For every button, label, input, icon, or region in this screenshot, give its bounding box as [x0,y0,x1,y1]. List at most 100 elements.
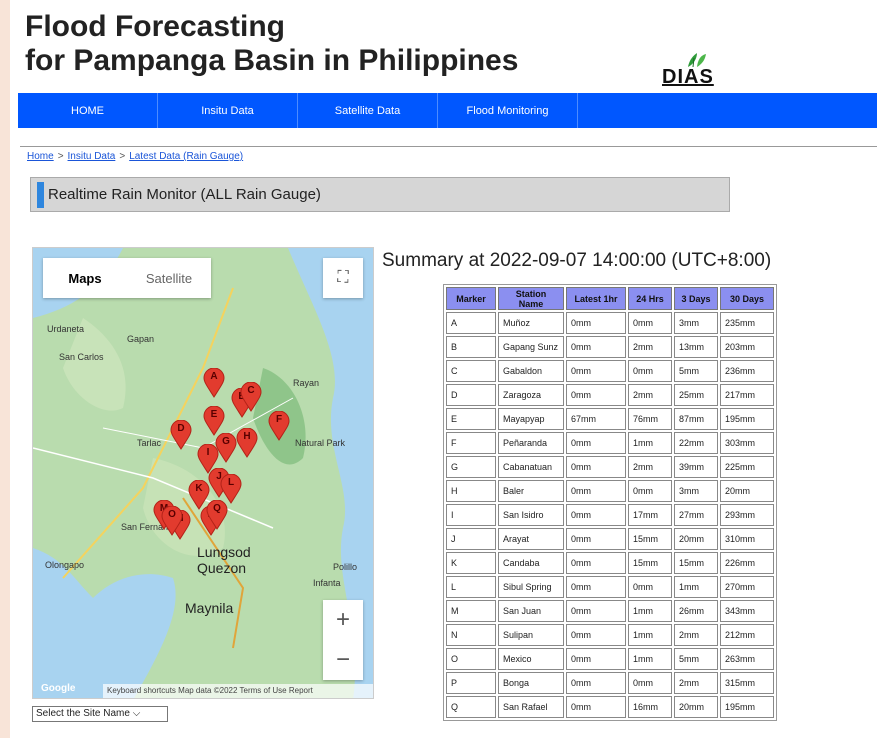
breadcrumb-home[interactable]: Home [27,151,54,162]
marker-label: H [243,431,251,442]
map-marker[interactable]: H [236,428,258,458]
nav-flood-monitoring[interactable]: Flood Monitoring [438,93,578,128]
map-marker[interactable]: A [203,368,225,398]
marker-label: C [247,385,255,396]
marker-pin-icon [215,433,237,463]
table-cell: 1mm [628,624,672,646]
marker-pin-icon [197,444,219,474]
table-cell: J [446,528,496,550]
table-cell: 3mm [674,312,718,334]
table-cell: 2mm [674,624,718,646]
rain-gauge-map[interactable]: Urdaneta San Carlos Gapan Tarlac Rayan N… [32,247,374,699]
table-cell: Muñoz [498,312,564,334]
table-cell: 225mm [720,456,774,478]
table-cell: Mayapyap [498,408,564,430]
map-marker[interactable]: C [240,382,262,412]
site-name-select[interactable]: Select the Site Name ⌵ [32,706,168,722]
table-cell: D [446,384,496,406]
table-cell: 0mm [628,672,672,694]
table-cell: 1mm [628,648,672,670]
table-cell: 0mm [628,576,672,598]
breadcrumb-latest[interactable]: Latest Data (Rain Gauge) [129,151,244,162]
map-type-map[interactable]: Maps [68,270,102,286]
nav-satellite-data[interactable]: Satellite Data [298,93,438,128]
table-cell: F [446,432,496,454]
nav-insitu-data[interactable]: Insitu Data [158,93,298,128]
table-cell: N [446,624,496,646]
breadcrumb-separator: > [57,151,64,162]
map-marker[interactable]: I [197,444,219,474]
table-cell: 15mm [628,552,672,574]
table-cell: K [446,552,496,574]
table-cell: Peñaranda [498,432,564,454]
map-marker[interactable]: D [170,420,192,450]
column-header: Station Name [498,287,564,310]
column-header: 30 Days [720,287,774,310]
table-cell: 13mm [674,336,718,358]
map-marker[interactable]: K [188,480,210,510]
table-cell: B [446,336,496,358]
zoom-in-button[interactable]: + [335,606,350,633]
site-name-select-value: Select the Site Name [36,708,130,719]
table-cell: Zaragoza [498,384,564,406]
map-marker[interactable]: L [220,474,242,504]
place-label: Urdaneta [47,324,85,334]
marker-pin-icon [220,474,242,504]
place-label: San Fernando [121,522,179,532]
table-cell: 0mm [566,600,626,622]
table-cell: Gapang Sunz [498,336,564,358]
marker-label: F [275,414,283,425]
column-header: 24 Hrs [628,287,672,310]
table-cell: 195mm [720,696,774,718]
place-label: Natural Park [295,438,346,448]
map-attribution[interactable]: Keyboard shortcuts Map data ©2022 Terms … [103,684,373,698]
place-label: Quezon [197,560,247,576]
map-marker[interactable]: G [215,433,237,463]
table-cell: 203mm [720,336,774,358]
table-cell: H [446,480,496,502]
table-cell: G [446,456,496,478]
breadcrumb: Home>Insitu Data>Latest Data (Rain Gauge… [27,151,243,162]
zoom-control: + − [323,600,363,680]
table-cell: Sibul Spring [498,576,564,598]
table-cell: 0mm [566,336,626,358]
table-cell: C [446,360,496,382]
map-marker[interactable]: E [203,406,225,436]
table-cell: Candaba [498,552,564,574]
table-cell: 5mm [674,360,718,382]
table-cell: 3mm [674,480,718,502]
table-cell: 0mm [566,576,626,598]
table-cell: 236mm [720,360,774,382]
table-cell: 76mm [628,408,672,430]
marker-label: D [177,423,185,434]
map-marker[interactable]: O [161,506,183,536]
marker-pin-icon [206,500,228,530]
section-accent [37,182,44,208]
table-cell: 270mm [720,576,774,598]
map-marker[interactable]: F [268,411,290,441]
fullscreen-icon[interactable]: ⛶ [323,258,363,298]
table-cell: 20mm [720,480,774,502]
place-label: Rayan [293,378,320,388]
nav-home[interactable]: HOME [18,93,158,128]
breadcrumb-insitu[interactable]: Insitu Data [67,151,116,162]
table-cell: 25mm [674,384,718,406]
table-cell: 67mm [566,408,626,430]
table-cell: 17mm [628,504,672,526]
table-cell: M [446,600,496,622]
marker-label: A [210,371,218,382]
marker-pin-icon [203,368,225,398]
map-marker[interactable]: Q [206,500,228,530]
table-cell: 2mm [628,336,672,358]
zoom-out-button[interactable]: − [335,646,350,673]
table-cell: 0mm [566,528,626,550]
column-header: Marker [446,287,496,310]
map-type-satellite[interactable]: Satellite [145,270,193,286]
